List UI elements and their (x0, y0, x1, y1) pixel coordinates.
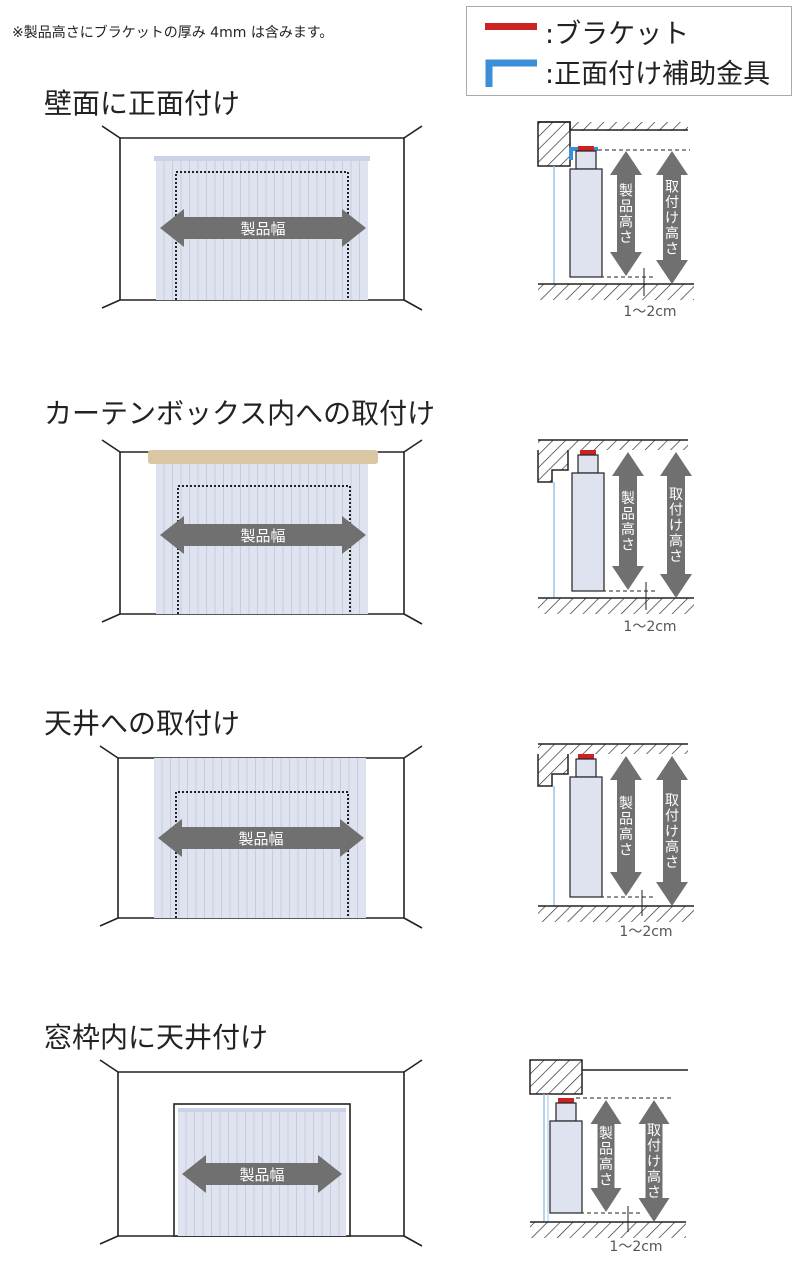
room-edge-bl (101, 299, 121, 309)
ceiling-drop-section (537, 754, 569, 787)
room-edge-bl (99, 1235, 119, 1245)
bracket-icon (485, 13, 537, 49)
room-edge-bl (99, 917, 119, 927)
room-edge-tl (99, 1059, 119, 1073)
product-height-arrow (590, 1100, 622, 1212)
room-edge-tl (99, 745, 119, 759)
bracket (578, 146, 594, 151)
product-height-arrow (610, 756, 642, 896)
room-edge-br (403, 917, 423, 929)
mount-height-label: 取付け高さ (665, 180, 679, 258)
gap-label: 1〜2cm (623, 304, 676, 320)
blind-body (549, 1120, 583, 1214)
legend: :ブラケット :正面付け補助金具 (466, 6, 792, 96)
window-frame-dashed (175, 791, 349, 918)
floor-hatch (538, 284, 694, 300)
diagram-curtain-box: 製品幅 製品高さ 取付け高さ 1〜2cm (101, 439, 694, 635)
diagram-ceiling: 製品幅 製品高さ 取付け高さ 1〜2cm (99, 743, 694, 940)
bracket (558, 1098, 574, 1103)
bracket (578, 754, 594, 759)
diagram-wall-front: 製品幅 製品高さ 取付け高さ 1〜2cm (101, 121, 694, 320)
width-label: 製品幅 (240, 220, 285, 238)
legend-label-bracket: :ブラケット (545, 18, 690, 50)
mount-height-arrow (638, 1100, 670, 1222)
width-label: 製品幅 (239, 1166, 284, 1184)
product-height-label: 製品高さ (621, 491, 635, 554)
gap-label: 1〜2cm (623, 619, 676, 635)
product-height-label: 製品高さ (599, 1126, 613, 1189)
mount-height-arrow (656, 756, 688, 906)
mount-height-arrow (660, 452, 692, 598)
room-edge-tr (403, 125, 423, 139)
blind-body (571, 472, 605, 592)
headrail (178, 1108, 346, 1112)
width-arrow (160, 209, 366, 247)
room-edge-tl (101, 439, 121, 453)
room-edge-br (403, 299, 423, 311)
width-arrow (160, 516, 366, 554)
section-title-wall-front: 壁面に正面付け (44, 87, 241, 120)
floor-hatch (538, 598, 694, 614)
legend-item-bracket: :ブラケット (485, 13, 690, 50)
headrail-box (575, 758, 597, 778)
sill-hatch (530, 1222, 686, 1238)
note-text: ※製品高さにブラケットの厚み 4mm は含みます。 (12, 25, 334, 41)
mount-height-label: 取付け高さ (647, 1123, 661, 1201)
wall-hatch (537, 121, 571, 167)
legend-label-fitting: :正面付け補助金具 (545, 58, 771, 90)
product-height-arrow (612, 452, 644, 590)
room-edge-tr (403, 745, 423, 759)
room-edge-tl (101, 125, 121, 139)
curtain-box-section (537, 450, 569, 483)
ceiling-hatch (538, 440, 688, 450)
room-edge-tr (403, 1059, 423, 1073)
gap-label: 1〜2cm (619, 924, 672, 940)
gap-label: 1〜2cm (609, 1239, 662, 1255)
section-title-window-frame: 窓枠内に天井付け (44, 1021, 269, 1054)
width-arrow (182, 1155, 342, 1193)
mount-height-arrow (656, 151, 688, 284)
headrail-box (555, 1102, 577, 1122)
product-height-arrow (610, 151, 642, 276)
room-edge-bl (101, 613, 121, 623)
room-edge-tr (403, 439, 423, 453)
headrail (154, 156, 370, 161)
width-label: 製品幅 (240, 527, 285, 545)
width-arrow (158, 819, 364, 857)
headrail-box (575, 150, 597, 170)
window-frame-dashed (177, 485, 351, 614)
blind-body (569, 776, 603, 898)
floor-hatch (538, 906, 694, 922)
room-edge-br (403, 613, 423, 625)
width-label: 製品幅 (238, 830, 283, 848)
mount-height-label: 取付け高さ (669, 487, 683, 565)
section-title-curtain-box: カーテンボックス内への取付け (44, 397, 436, 430)
window-frame-top-hatch (529, 1059, 583, 1095)
bracket (580, 450, 596, 455)
product-height-label: 製品高さ (619, 183, 633, 246)
mount-height-label: 取付け高さ (665, 793, 679, 871)
curtain-box (148, 450, 378, 464)
product-height-label: 製品高さ (619, 796, 633, 859)
room-edge-br (403, 1235, 423, 1247)
legend-item-fitting: :正面付け補助金具 (485, 53, 771, 90)
section-title-ceiling: 天井への取付け (44, 707, 241, 740)
ceiling-hatch (538, 744, 688, 754)
ceiling-hatch (570, 122, 688, 131)
headrail-box (577, 454, 599, 474)
blind-body (569, 168, 603, 278)
diagram-window-frame: 製品幅 製品高さ 取付け高さ 1〜2cm (99, 1059, 688, 1255)
front-mount-fitting-icon (485, 53, 537, 89)
